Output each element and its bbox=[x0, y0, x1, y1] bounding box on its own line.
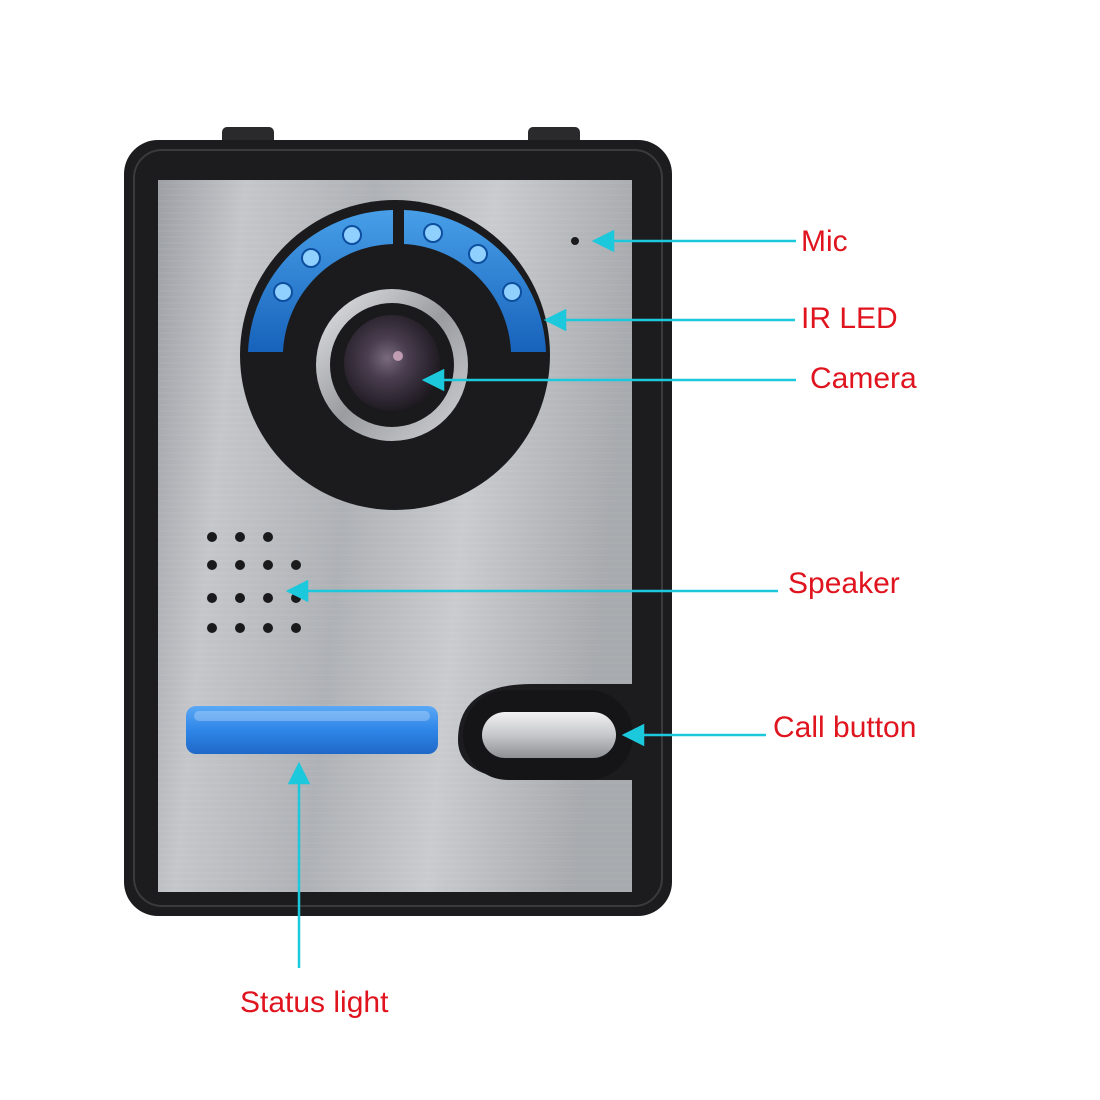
call-button[interactable] bbox=[463, 690, 633, 780]
camera-lens bbox=[344, 315, 440, 411]
speaker-grille bbox=[207, 532, 301, 633]
ir-led-4 bbox=[423, 223, 443, 243]
status-light-label: Status light bbox=[240, 986, 389, 1019]
ir-led-arc-left bbox=[248, 210, 393, 352]
mic-label: Mic bbox=[801, 225, 848, 258]
ir-led-1 bbox=[273, 282, 293, 302]
camera-module bbox=[240, 200, 550, 510]
mic-hole bbox=[571, 237, 579, 245]
camera-label: Camera bbox=[810, 362, 917, 395]
ir-led-6 bbox=[502, 282, 522, 302]
ir-led-5 bbox=[468, 244, 488, 264]
ir-led-label: IR LED bbox=[801, 302, 898, 335]
status-light bbox=[186, 706, 438, 754]
speaker-label: Speaker bbox=[788, 567, 900, 600]
ir-led-3 bbox=[342, 225, 362, 245]
ir-led-arc-right bbox=[404, 210, 546, 352]
ir-led-2 bbox=[301, 248, 321, 268]
call-button-label: Call button bbox=[773, 711, 916, 744]
